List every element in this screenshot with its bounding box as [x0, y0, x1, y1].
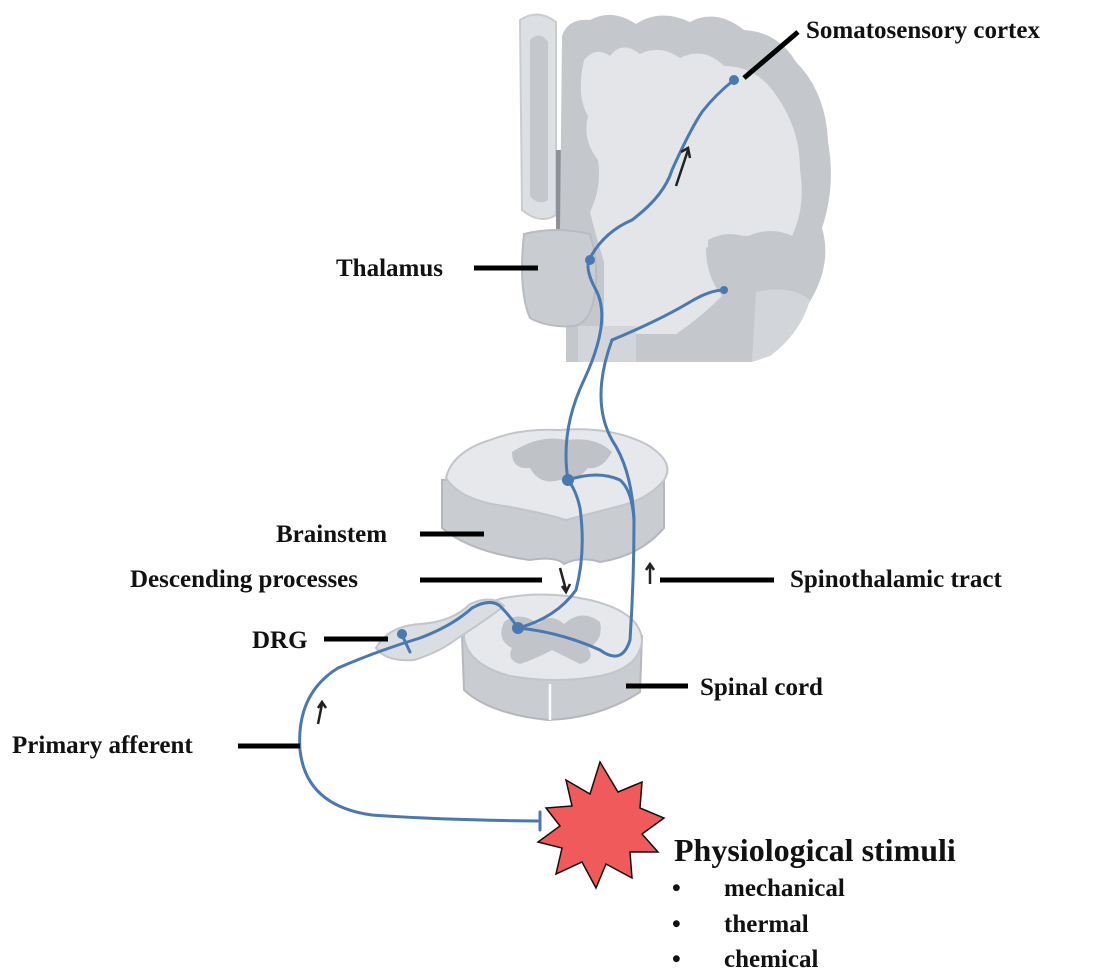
label-spinothalamic-tract: Spinothalamic tract [790, 567, 1002, 592]
bullet: • [672, 912, 724, 937]
stimulus-starburst [538, 762, 664, 888]
brain-left-gyri [530, 35, 548, 202]
stimuli-item-label: chemical [724, 946, 818, 973]
label-drg: DRG [252, 628, 308, 653]
drg-cell-body [397, 629, 407, 639]
ascending-direction-arrow [646, 564, 654, 584]
bullet: • [672, 947, 724, 972]
brainstem-synapse [562, 474, 574, 486]
brain-lower-lobe [752, 289, 810, 362]
cortex-synapse [729, 75, 739, 85]
label-descending-processes: Descending processes [130, 567, 358, 592]
stimuli-item-label: thermal [724, 911, 809, 938]
bullet: • [672, 876, 724, 901]
label-thalamus: Thalamus [336, 256, 443, 281]
descending-direction-arrow [560, 568, 570, 592]
stimuli-title: Physiological stimuli [674, 834, 956, 866]
spinal-synapse [512, 622, 524, 634]
spinal-cord-block [376, 594, 642, 720]
temporal-synapse [720, 286, 728, 294]
stimuli-item-mechanical: •mechanical [672, 876, 845, 901]
stimuli-item-label: mechanical [724, 875, 845, 902]
label-somatosensory-cortex: Somatosensory cortex [806, 18, 1040, 43]
label-spinal-cord: Spinal cord [700, 675, 823, 700]
label-brainstem: Brainstem [276, 522, 387, 547]
label-primary-afferent: Primary afferent [12, 733, 193, 758]
stimuli-item-thermal: •thermal [672, 912, 809, 937]
stimuli-item-chemical: •chemical [672, 947, 818, 972]
thalamus-synapse [585, 255, 595, 265]
thalamus-block [522, 230, 596, 326]
afferent-direction-arrow [318, 702, 326, 724]
